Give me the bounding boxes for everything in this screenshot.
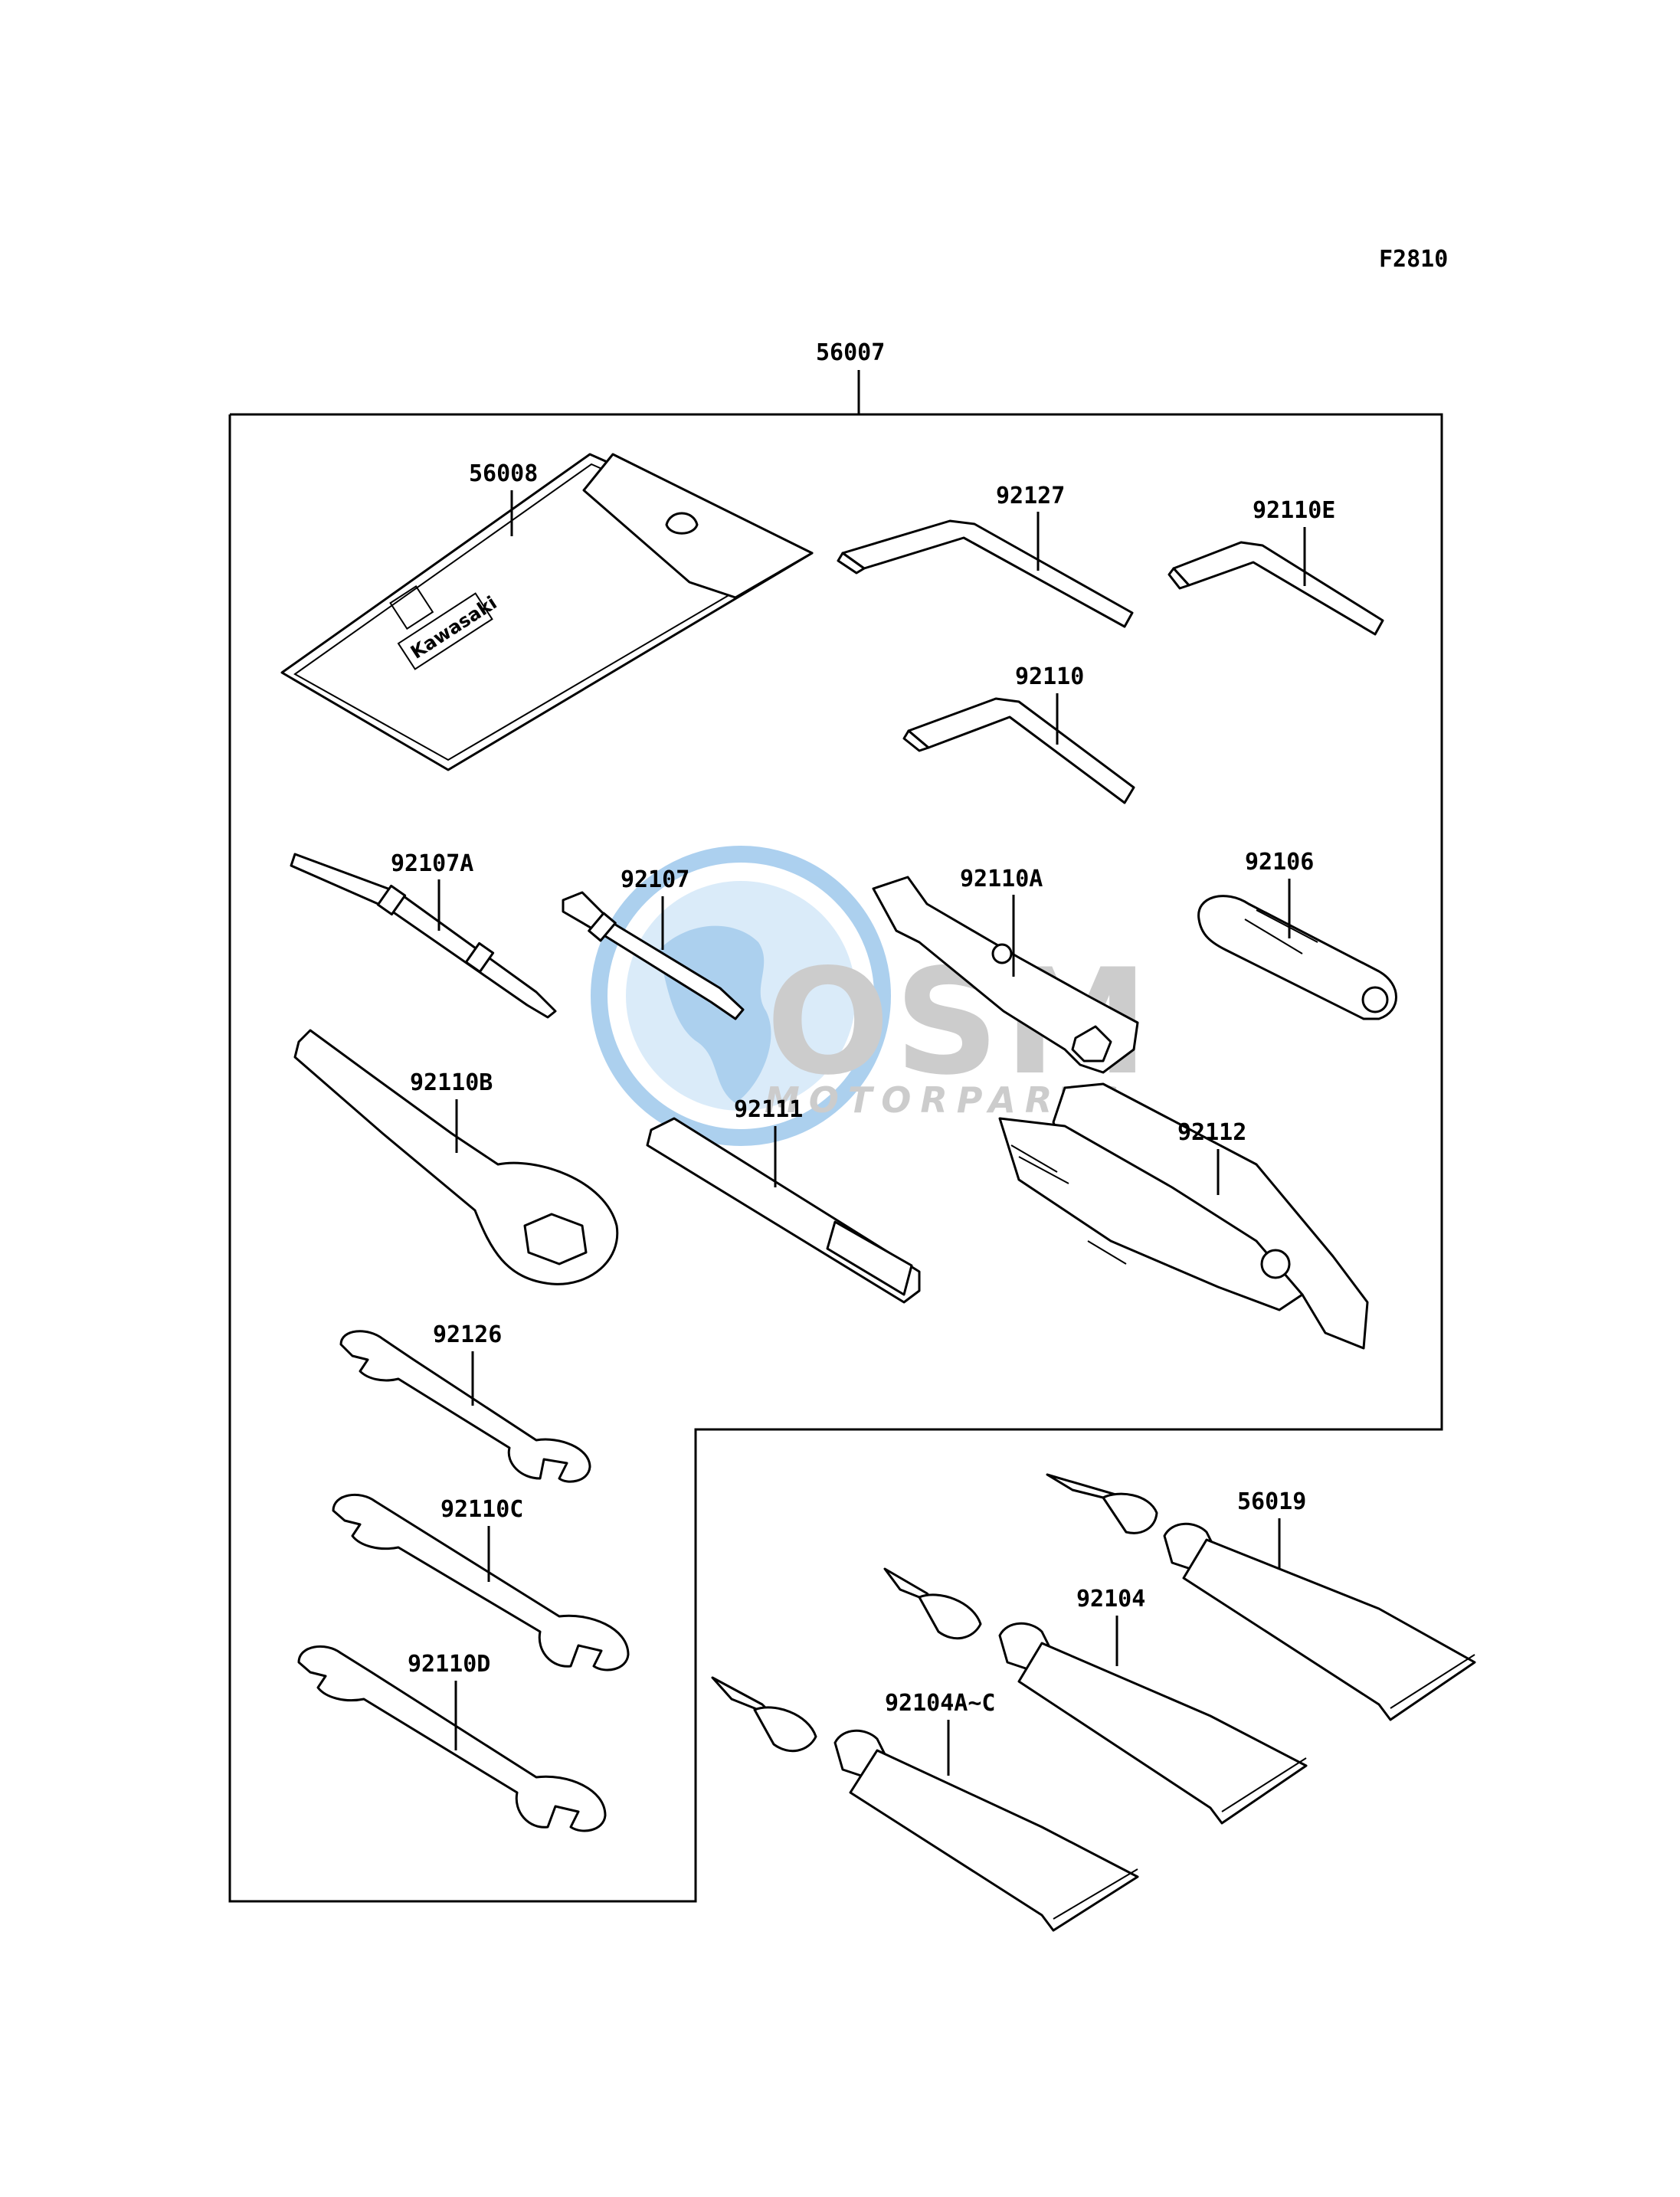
- part-56008-tool-pouch: Kawasaki 56008: [280, 453, 814, 771]
- label-92110B: 92110B: [410, 1069, 493, 1096]
- label-92112: 92112: [1177, 1119, 1246, 1146]
- label-92104: 92104: [1076, 1586, 1145, 1613]
- part-92112-pliers: 92112: [998, 1082, 1369, 1350]
- part-92104AC-tube: 92104A~C: [711, 1676, 1139, 1932]
- part-92110A-box-wrench: 92110A: [872, 866, 1139, 1074]
- label-92110A: 92110A: [960, 866, 1043, 892]
- watermark-globe-ring: [591, 846, 891, 1146]
- part-56019-tube: 56019: [1046, 1473, 1476, 1721]
- label-92107: 92107: [621, 866, 689, 893]
- part-92110D-open-wrench: 92110D: [297, 1645, 607, 1832]
- kit-boundary: 56007: [228, 339, 1443, 1903]
- label-92104AC: 92104A~C: [885, 1690, 996, 1717]
- part-92111-handle: 92111: [646, 1096, 921, 1304]
- label-92110: 92110: [1015, 663, 1084, 690]
- label-92110D: 92110D: [408, 1651, 490, 1678]
- part-92110-hex-key: 92110: [902, 663, 1135, 804]
- part-92110C-open-wrench: 92110C: [332, 1493, 630, 1671]
- label-56007: 56007: [816, 339, 885, 366]
- label-92127: 92127: [996, 483, 1065, 509]
- part-92106-handle: 92106: [1197, 849, 1397, 1020]
- part-92110B-box-end-wrench: 92110B: [293, 1029, 619, 1285]
- label-92126: 92126: [433, 1321, 502, 1348]
- part-92107A-screwdriver: 92107A: [290, 850, 557, 1019]
- label-92107A: 92107A: [391, 850, 473, 877]
- part-92126-open-wrench: 92126: [339, 1321, 591, 1483]
- part-92107-screwdriver: 92107: [562, 866, 745, 1020]
- label-92111: 92111: [734, 1096, 803, 1123]
- label-92110C: 92110C: [440, 1496, 523, 1523]
- part-92110E-hex-key: 92110E: [1167, 497, 1384, 636]
- label-92106: 92106: [1245, 849, 1314, 876]
- part-92104-tube: 92104: [883, 1567, 1308, 1825]
- watermark: OSM MOTORPARTS: [591, 846, 1148, 1146]
- label-56008: 56008: [469, 460, 538, 487]
- figure-code: F2810: [1379, 246, 1448, 273]
- part-92127-hex-key: 92127: [837, 483, 1134, 628]
- label-56019: 56019: [1237, 1488, 1306, 1515]
- label-92110E: 92110E: [1253, 497, 1335, 524]
